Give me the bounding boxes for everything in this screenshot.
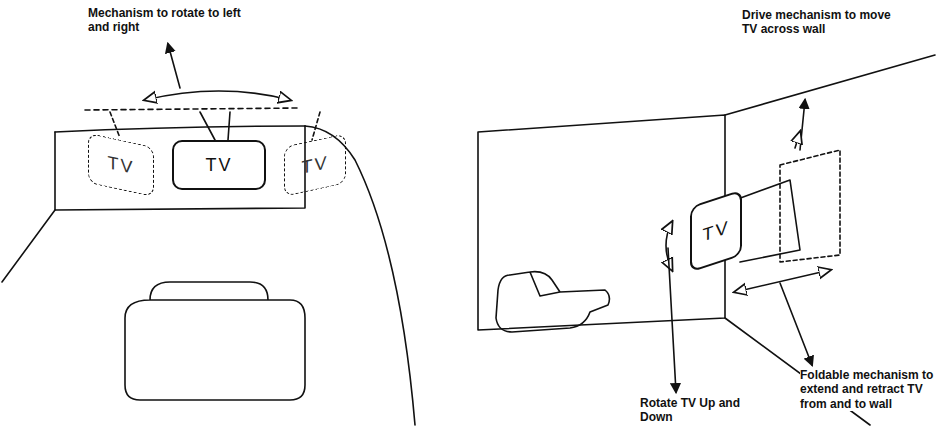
floor-edge — [2, 210, 55, 282]
tv-ghost-position: TV — [88, 133, 154, 197]
leader-line — [668, 248, 676, 392]
annotation-label: Mechanism to rotate to left and right — [88, 6, 258, 35]
rotate-arrow — [145, 91, 290, 100]
tv-arm-dashed — [110, 112, 320, 140]
back-wall — [478, 115, 725, 330]
tv-label: TV — [205, 155, 232, 176]
tv-label: TV — [107, 152, 134, 179]
tv-arm — [200, 112, 230, 140]
tv-ghost-position: TV — [284, 133, 346, 196]
leader-line — [780, 283, 812, 365]
wall-top — [725, 55, 935, 115]
annotation-label: Foldable mechanism to extend and retract… — [800, 368, 940, 411]
annotation-label: Drive mechanism to move TV across wall — [742, 8, 902, 37]
tv-screen: TV — [690, 190, 742, 273]
wall-plate — [780, 150, 840, 262]
annotation-label: Rotate TV Up and Down — [640, 396, 750, 425]
couch — [125, 282, 305, 400]
back-wall — [55, 126, 305, 210]
fold-arm — [735, 180, 800, 262]
couch — [496, 272, 609, 332]
tv-screen: TV — [172, 140, 266, 190]
drive-arrow — [795, 132, 800, 148]
ceiling-rail — [85, 108, 300, 110]
leader-line — [168, 44, 180, 88]
leader-line — [800, 100, 805, 150]
tv-label: TV — [301, 152, 328, 179]
wall-top — [55, 126, 305, 132]
tv-label: TV — [702, 216, 729, 246]
